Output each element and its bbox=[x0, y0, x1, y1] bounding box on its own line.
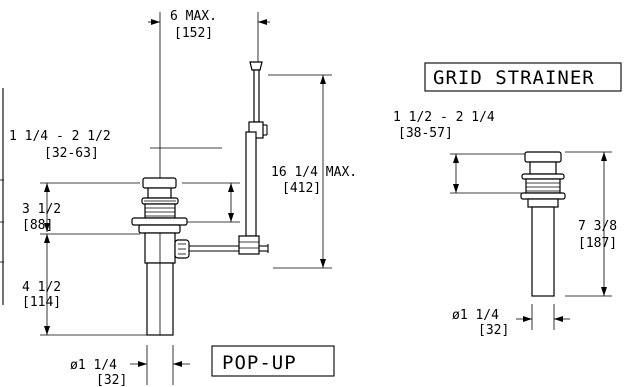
strainer-deck-range-label: 1 1/2 - 2 1/4 bbox=[393, 110, 495, 125]
grid-strainer-title-box: GRID STRAINER bbox=[424, 62, 622, 92]
pop-up-body bbox=[144, 232, 250, 336]
pop-up-flange bbox=[131, 177, 188, 234]
deck-range-mm: [32-63] bbox=[44, 146, 99, 161]
pop-up-drain: 6 MAX. [152] 1 1/4 - 2 1/2 [32-63] 3 1/2… bbox=[9, 9, 357, 387]
strainer-height-mm: [187] bbox=[578, 236, 617, 251]
dim-rod-height: 16 1/4 MAX. [412] bbox=[268, 74, 357, 269]
flange-height-mm: [88] bbox=[22, 218, 53, 233]
pop-up-title: POP-UP bbox=[222, 352, 297, 374]
deck-range-label: 1 1/4 - 2 1/2 bbox=[9, 129, 111, 144]
strainer-diameter-label: ø1 1/4 bbox=[452, 308, 499, 323]
dim-flange-height: 3 1/2 [88] bbox=[22, 182, 140, 233]
body-height-mm: [114] bbox=[22, 295, 61, 310]
rod-height-label: 16 1/4 MAX. bbox=[271, 165, 357, 180]
strainer-height-label: 7 3/8 bbox=[578, 219, 617, 234]
pop-up-diameter-mm: [32] bbox=[96, 373, 127, 387]
strainer-diameter-mm: [32] bbox=[478, 323, 509, 338]
dim-strainer-diameter: ø1 1/4 [32] bbox=[452, 304, 570, 338]
dim-strainer-height: 7 3/8 [187] bbox=[565, 151, 617, 297]
max-offset-mm: [152] bbox=[174, 26, 213, 41]
left-edge-fragment bbox=[0, 88, 4, 305]
dim-strainer-deck-range: 1 1/2 - 2 1/4 [38-57] bbox=[393, 110, 526, 194]
dim-deck-range: 1 1/4 - 2 1/2 [32-63] bbox=[9, 129, 240, 223]
strainer-deck-range-mm: [38-57] bbox=[398, 126, 453, 141]
max-offset-label: 6 MAX. bbox=[170, 9, 217, 24]
pop-up-diameter-label: ø1 1/4 bbox=[70, 358, 117, 373]
grid-strainer: GRID STRAINER 1 1/2 - 2 1/4 [38-57] bbox=[393, 62, 622, 338]
grid-strainer-part bbox=[520, 151, 566, 297]
rod-height-mm: [412] bbox=[282, 181, 321, 196]
dim-max-offset: 6 MAX. [152] bbox=[148, 9, 270, 182]
dim-pop-up-diameter: ø1 1/4 [32] bbox=[70, 345, 190, 387]
pop-up-title-box: POP-UP bbox=[211, 345, 335, 377]
grid-strainer-title: GRID STRAINER bbox=[433, 67, 595, 89]
body-height-label: 4 1/2 bbox=[22, 280, 61, 295]
lift-rod bbox=[238, 61, 269, 255]
flange-height-label: 3 1/2 bbox=[22, 202, 61, 217]
dim-body-height: 4 1/2 [114] bbox=[22, 233, 148, 336]
